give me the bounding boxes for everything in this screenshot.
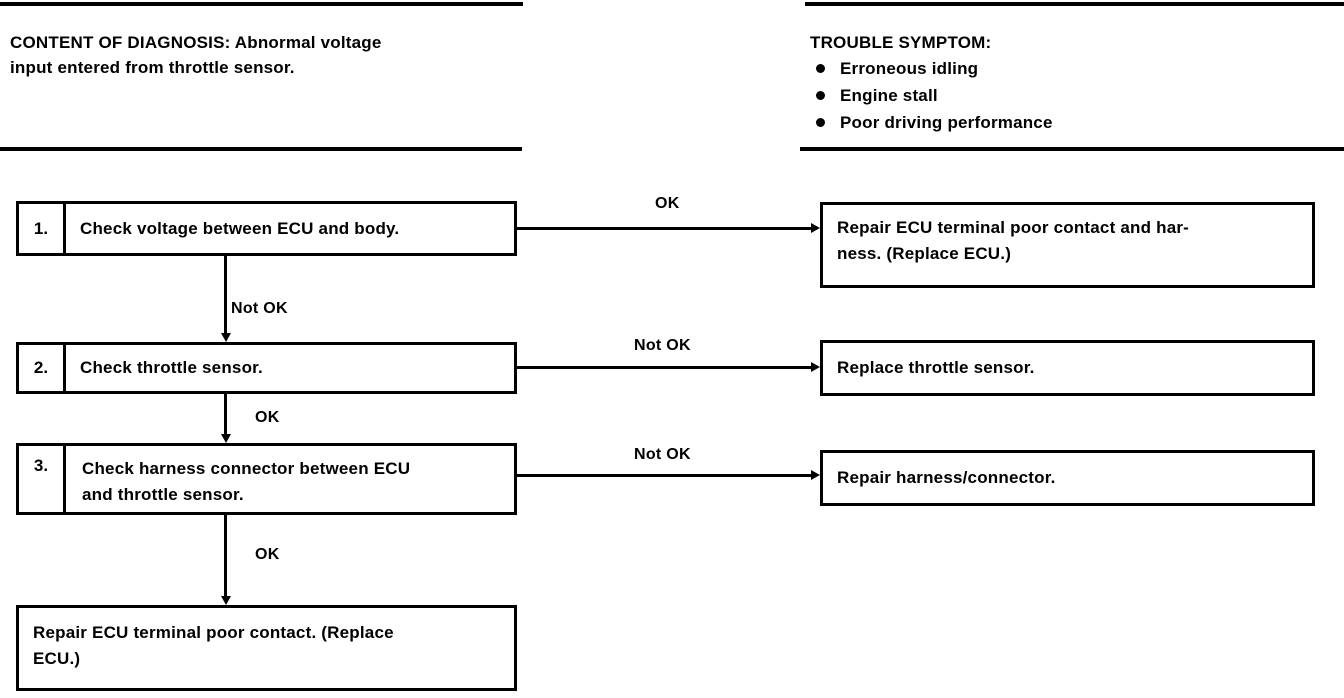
- step-1-to-2-line: [224, 256, 227, 334]
- step-2-to-3-line: [224, 394, 227, 436]
- step-3-branch-line: [517, 474, 812, 477]
- step-3-to-final-label: OK: [255, 546, 280, 563]
- header-top-rule-right: [805, 2, 1344, 6]
- trouble-symptom-title: TROUBLE SYMPTOM:: [810, 33, 992, 52]
- step-number-1: 1.: [19, 204, 66, 253]
- step-1-to-2-arrowhead: [221, 333, 231, 342]
- trouble-symptom-block: TROUBLE SYMPTOM: Erroneous idling Engine…: [810, 30, 1330, 136]
- step-box-1: 1. Check voltage between ECU and body.: [16, 201, 517, 256]
- list-item: Poor driving performance: [810, 109, 1330, 136]
- step-1-branch-line: [517, 227, 812, 230]
- header-top-rule-left: [0, 2, 523, 6]
- trouble-symptom-label: Engine stall: [840, 86, 938, 105]
- header-bottom-rule-left: [0, 147, 522, 151]
- bullet-icon: [816, 91, 825, 100]
- trouble-symptom-label: Poor driving performance: [840, 113, 1053, 132]
- list-item: Engine stall: [810, 82, 1330, 109]
- result-box-1: Repair ECU terminal poor contact and har…: [820, 202, 1315, 288]
- header-bottom-rule-right: [800, 147, 1344, 151]
- step-text-3: Check harness connector between ECU and …: [82, 459, 411, 504]
- bullet-icon: [816, 118, 825, 127]
- step-2-branch-line: [517, 366, 812, 369]
- result-text-3: Repair harness/connector.: [837, 468, 1056, 487]
- step-1-branch-label: OK: [655, 195, 680, 212]
- step-2-to-3-arrowhead: [221, 434, 231, 443]
- list-item: Erroneous idling: [810, 55, 1330, 82]
- trouble-symptom-label: Erroneous idling: [840, 59, 979, 78]
- step-number-3: 3.: [19, 446, 66, 512]
- result-text-1: Repair ECU terminal poor contact and har…: [837, 218, 1190, 263]
- final-result-text: Repair ECU terminal poor contact. (Repla…: [33, 623, 394, 668]
- step-number-2: 2.: [19, 345, 66, 391]
- step-3-to-final-arrowhead: [221, 596, 231, 605]
- step-box-2: 2. Check throttle sensor.: [16, 342, 517, 394]
- result-box-2: Replace throttle sensor.: [820, 340, 1315, 396]
- step-2-branch-arrowhead: [811, 362, 820, 372]
- final-result-box: Repair ECU terminal poor contact. (Repla…: [16, 605, 517, 691]
- step-box-3: 3. Check harness connector between ECU a…: [16, 443, 517, 515]
- result-text-2: Replace throttle sensor.: [837, 358, 1035, 377]
- step-3-to-final-line: [224, 515, 227, 599]
- step-1-branch-arrowhead: [811, 223, 820, 233]
- content-of-diagnosis-text: CONTENT OF DIAGNOSIS: Abnormal voltage i…: [10, 33, 382, 77]
- result-box-3: Repair harness/connector.: [820, 450, 1315, 506]
- step-2-to-3-label: OK: [255, 409, 280, 426]
- step-3-branch-arrowhead: [811, 470, 820, 480]
- step-1-to-2-label: Not OK: [231, 300, 288, 317]
- trouble-symptom-list: Erroneous idling Engine stall Poor drivi…: [810, 55, 1330, 136]
- step-text-2: Check throttle sensor.: [80, 358, 263, 377]
- step-3-branch-label: Not OK: [634, 446, 691, 463]
- bullet-icon: [816, 64, 825, 73]
- step-text-1: Check voltage between ECU and body.: [80, 218, 400, 238]
- step-2-branch-label: Not OK: [634, 337, 691, 354]
